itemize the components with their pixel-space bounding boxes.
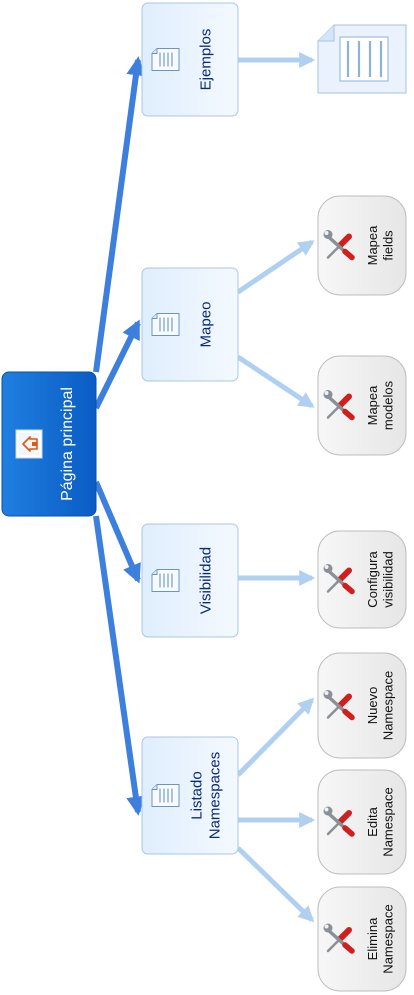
arrow-mapeo-to-mapea-fields (236, 239, 315, 295)
arrow-mapeo-to-mapea-modelos (236, 354, 315, 409)
section-label-mapeo-line-1: Mapeo (197, 302, 214, 348)
arrow-root-to-listado-namespaces (93, 515, 146, 816)
child-label-edita-namespace-line-1: Edita (365, 806, 380, 836)
document-icon (151, 47, 180, 72)
child-label-nuevo-namespace-line-2: Namespace (380, 671, 395, 740)
child-label-elimina-namespace-line-1: Elimina (365, 917, 380, 960)
child-label-mapea-fields-line-1: Mapea (365, 225, 380, 266)
arrow-root-to-visibilidad (93, 480, 141, 584)
child-label-mapea-fields-line-2: fields (380, 230, 395, 261)
root-label: Página principal (59, 387, 76, 501)
child-label-elimina-namespace-line-2: Namespace (380, 904, 395, 973)
child-label-nuevo-namespace-line-1: Nuevo (365, 687, 380, 725)
section-node-mapeo[interactable]: Mapeo (141, 267, 239, 382)
arrow-root-to-ejemplos (93, 56, 146, 373)
document-icon (151, 783, 180, 808)
document-icon (151, 568, 180, 593)
arrow-listado-namespaces-to-elimina-namespace (236, 846, 315, 923)
arrow-root-to-mapeo (93, 319, 141, 410)
child-label-configura-visibilidad-line-1: Configura (365, 551, 380, 608)
child-label-configura-visibilidad-line-2: visibilidad (380, 551, 395, 607)
home-icon (15, 429, 43, 459)
section-node-visibilidad[interactable]: Visibilidad (141, 523, 239, 638)
section-label-visibilidad-line-1: Visibilidad (197, 547, 214, 614)
section-node-ejemplos[interactable]: Ejemplos (141, 2, 239, 117)
document-icon (151, 312, 180, 337)
section-label-listado-namespaces-line-2: Namespaces (206, 752, 223, 840)
child-label-edita-namespace-line-2: Namespace (380, 787, 395, 856)
section-label-listado-namespaces-line-1: Listado (189, 771, 206, 819)
section-label-ejemplos-line-1: Ejemplos (197, 29, 214, 91)
root-node-home[interactable]: Página principal (1, 371, 97, 517)
child-label-mapea-modelos-line-1: Mapea (365, 385, 380, 426)
arrow-listado-namespaces-to-nuevo-namespace (236, 697, 315, 777)
child-node-ejemplos-page[interactable] (317, 24, 407, 94)
child-label-mapea-modelos-line-2: modelos (380, 380, 395, 430)
